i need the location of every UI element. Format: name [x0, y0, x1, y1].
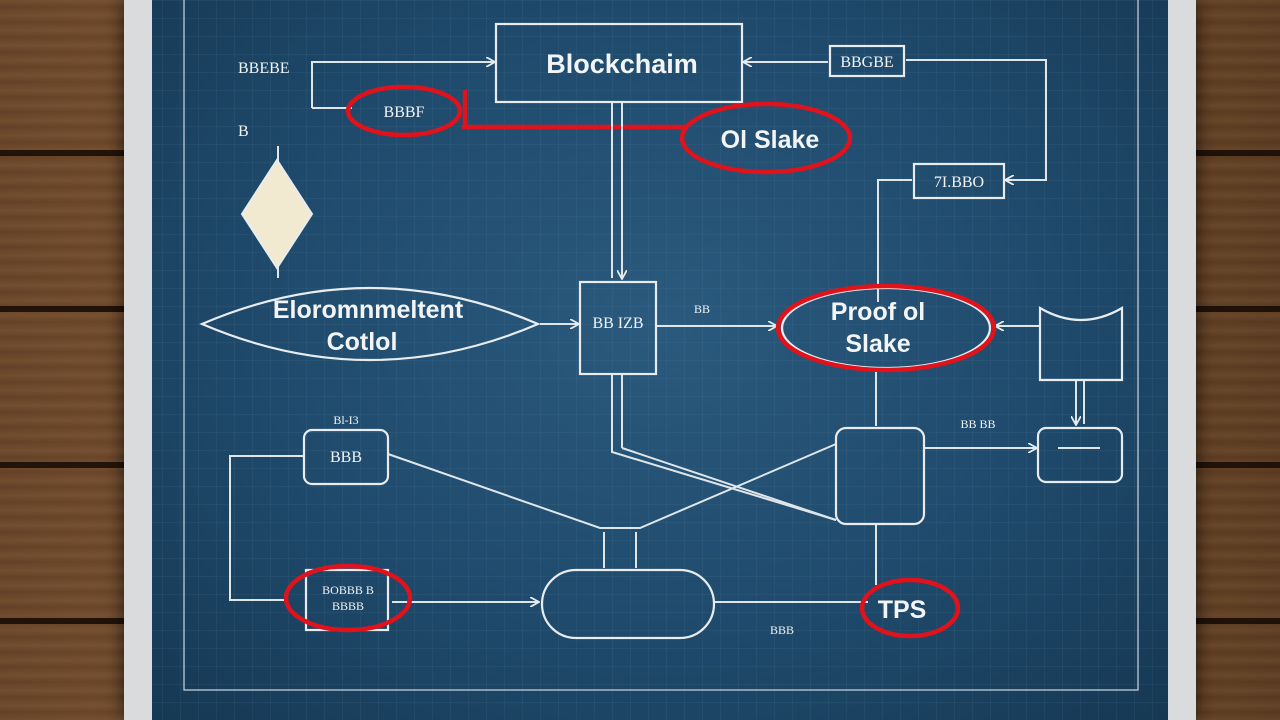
center-box-label: BB IZB: [592, 315, 643, 332]
environment-label-line2: Cotlol: [327, 328, 398, 356]
bottom-left-highlight: [283, 563, 413, 633]
tps-highlight: [859, 577, 961, 639]
tall-box: [834, 426, 926, 526]
mid-label: BB: [694, 302, 710, 316]
bottom-label: BBB: [770, 623, 794, 637]
storage-node: [1038, 306, 1124, 382]
or-stake-highlight: [679, 101, 853, 175]
right-box-label: 7I.BBO: [934, 174, 984, 191]
blockchain-label: Blockchaim: [546, 49, 698, 79]
top-right-box: [828, 44, 906, 78]
small-box-left: [302, 428, 390, 486]
right-box: [912, 162, 1006, 200]
decision-diamond: [240, 158, 314, 270]
top-right-box-label: BBGBE: [840, 54, 893, 71]
inner-frame: [183, 0, 1139, 691]
right-rounded-box: [1036, 426, 1124, 484]
bottom-box-line1: BOBBB B: [322, 583, 374, 597]
small-box-left-caption: Bl-I3: [333, 413, 358, 427]
top-left-label: BBEBE: [238, 60, 290, 77]
blockchain-box: [494, 22, 744, 104]
bottom-oval: [540, 568, 716, 640]
proof-of-stake-line1: Proof ol: [831, 298, 925, 326]
left-tick-label: B: [238, 123, 249, 140]
center-box: [578, 280, 658, 376]
proof-of-stake-highlight: [775, 283, 997, 373]
red-small-label: BBBF: [384, 104, 425, 121]
small-box-left-label: ВВВ: [330, 449, 362, 466]
environment-node: [199, 286, 541, 362]
grid-pattern: [152, 0, 1168, 720]
red-highlight-small: [345, 84, 463, 138]
tps-label: TPS: [878, 596, 927, 624]
bottom-box-line2: BBBB: [332, 599, 364, 613]
environment-label-line1: Eloromnmeltent: [273, 296, 464, 324]
proof-of-stake-line2: Slake: [845, 330, 910, 358]
or-stake-label: Ol Slake: [721, 126, 820, 154]
right-mid-label: BB BB: [960, 417, 995, 431]
